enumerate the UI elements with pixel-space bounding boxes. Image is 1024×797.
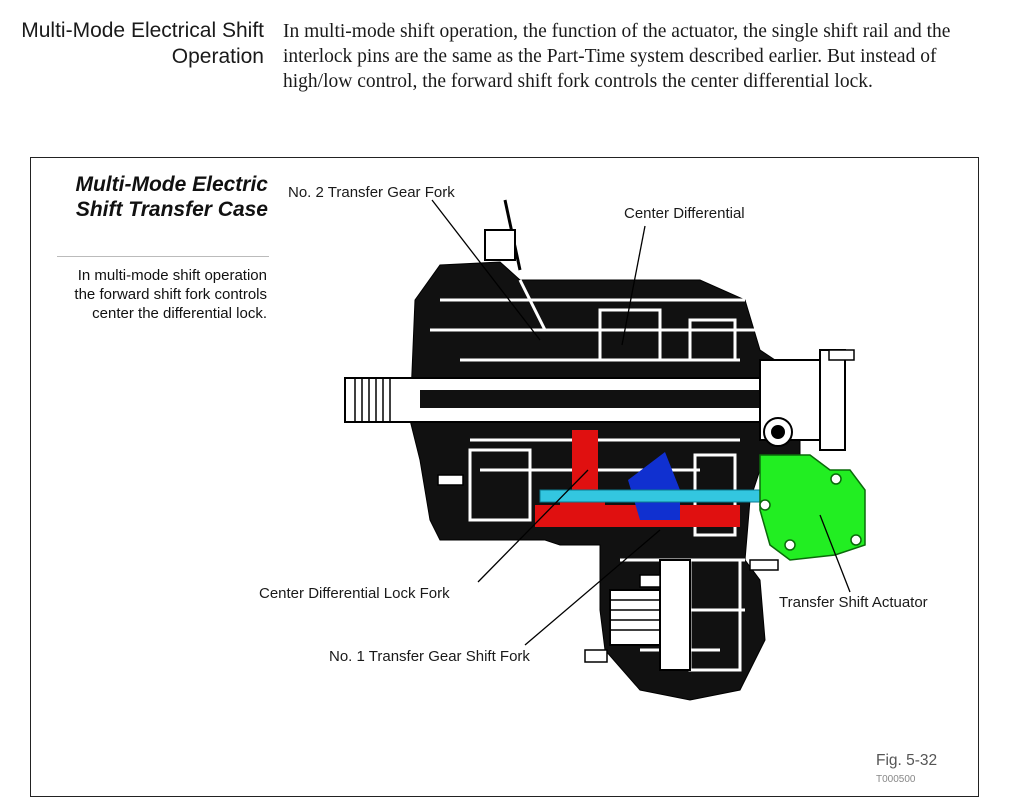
figure-code: T000500 <box>876 774 916 785</box>
shaft-center-band <box>420 390 760 408</box>
callout-transfer-shift-actuator: Transfer Shift Actuator <box>779 594 928 611</box>
transfer-shift-actuator <box>759 454 866 561</box>
top-shift-rod <box>484 199 522 271</box>
transfer-case-cutaway-illustration <box>344 199 866 701</box>
housing-bolts <box>437 349 855 663</box>
figure-title: Multi-Mode Electric Shift Transfer Case <box>75 173 268 221</box>
figure-caption: In multi-mode shift operation the forwar… <box>74 267 267 322</box>
lower-gear-teeth <box>610 599 660 631</box>
rear-output-flange <box>759 349 846 451</box>
lower-output-gear <box>609 559 691 671</box>
shaft-splines <box>354 378 391 422</box>
callout-center-differential-lock-fork: Center Differential Lock Fork <box>259 585 450 602</box>
center-differential-lock-fork <box>535 430 740 527</box>
figure-title-rule <box>57 256 269 257</box>
callout-no1-transfer-gear-shift-fork: No. 1 Transfer Gear Shift Fork <box>329 648 530 665</box>
no1-transfer-gear-shift-fork <box>628 452 680 520</box>
transfer-case-housing <box>409 261 801 701</box>
section-heading: Multi-Mode Electrical Shift Operation <box>21 19 264 68</box>
callout-no2-transfer-gear-fork: No. 2 Transfer Gear Fork <box>288 184 455 201</box>
section-body-text: In multi-mode shift operation, the funct… <box>283 21 951 92</box>
figure-number: Fig. 5-32 <box>876 752 938 769</box>
callout-leader-lines <box>431 199 851 646</box>
callout-center-differential: Center Differential <box>624 205 745 222</box>
